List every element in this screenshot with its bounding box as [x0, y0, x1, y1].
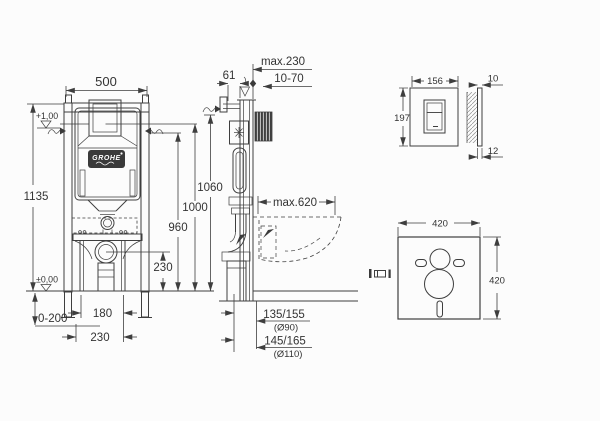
dim-label-outlet-90: 135/155 [263, 309, 305, 321]
dim-label-outlet-110-dia: (Ø110) [274, 349, 303, 360]
wc-bowl-outline [253, 216, 342, 263]
dim-label-width: 500 [95, 74, 117, 89]
dim-label-1060: 1060 [197, 182, 223, 194]
dim-label-plate-top-gap: 10 [488, 74, 499, 85]
flush-plate-front [409, 87, 459, 147]
dim-label-stud-spacing: 180 [93, 308, 112, 320]
break-arrow-left [47, 127, 66, 135]
brand-plate [88, 150, 125, 168]
level-marker-floor [40, 284, 52, 292]
dim-pad-width [397, 220, 481, 236]
fastener-icons [369, 269, 391, 278]
dim-label-pad-height: 420 [489, 276, 505, 287]
top-fixing-clip [239, 76, 251, 97]
cistern-tank [74, 99, 141, 234]
break-arrow-section [202, 105, 221, 113]
dim-plate-height [399, 87, 408, 147]
dim-max-620 [257, 196, 336, 215]
actuator-housing-block [254, 111, 273, 142]
dim-label-foot-range: 0-200 [38, 313, 67, 325]
actuation-leader-lines [60, 114, 215, 134]
dim-stud-spacing [68, 295, 137, 342]
dim-label-outlet-90-dia: (Ø90) [274, 323, 298, 334]
frame-structure [63, 94, 150, 293]
break-arrow-right [145, 127, 164, 135]
dim-label-plate-bottom-gap: 12 [488, 146, 499, 157]
front-view: 500 1135 +1,00 ±0,00 [24, 74, 223, 344]
flush-plate-buttons [423, 99, 446, 134]
dim-plate-width [411, 76, 459, 87]
dim-label-drain-height: 230 [153, 262, 172, 274]
dim-outlet-offsets [221, 294, 312, 352]
dim-label-max-620: max.620 [273, 197, 317, 209]
dim-label-pad-width: 420 [432, 219, 448, 230]
level-marker-top [37, 120, 60, 129]
dim-height-1135 [27, 103, 64, 292]
insulation-pad-view: 420 420 [369, 219, 505, 320]
section-cistern-internals [221, 120, 253, 302]
section-view: 61 max.230 10-70 [202, 56, 358, 360]
level-label-floor: ±0,00 [36, 275, 58, 285]
flush-plate-side [466, 87, 483, 147]
bowl-fixing-arrow [263, 229, 274, 238]
insulation-pad [397, 236, 481, 320]
wc-mounting-zone [71, 217, 143, 291]
dim-pad-height [483, 236, 501, 320]
dim-61 [217, 80, 249, 101]
dim-base-width [62, 324, 137, 342]
dim-max-230 [249, 64, 312, 99]
dim-label-1000: 1000 [182, 202, 208, 214]
section-rail [219, 96, 256, 302]
section-floor [219, 290, 358, 302]
dim-label-base-width: 230 [90, 332, 109, 344]
flush-plate-view: 156 197 10 [394, 74, 503, 160]
dim-label-outlet-110: 145/165 [264, 336, 306, 348]
dim-label-max-230: max.230 [261, 56, 305, 68]
dim-label-height: 1135 [24, 191, 49, 203]
dim-plate-bottom-gap [468, 148, 503, 160]
pad-cutouts [415, 248, 465, 318]
dim-label-plate-width: 156 [427, 76, 443, 87]
dim-label-plate-height: 197 [394, 113, 410, 124]
dim-label-10-70: 10-70 [274, 73, 303, 85]
dim-foot-range [32, 292, 100, 327]
level-label-top: +1,00 [36, 111, 58, 121]
dim-label-960: 960 [168, 222, 187, 234]
dim-label-61: 61 [223, 70, 236, 82]
brand-label: GROHE [92, 155, 121, 162]
floor-and-feet [26, 290, 214, 318]
